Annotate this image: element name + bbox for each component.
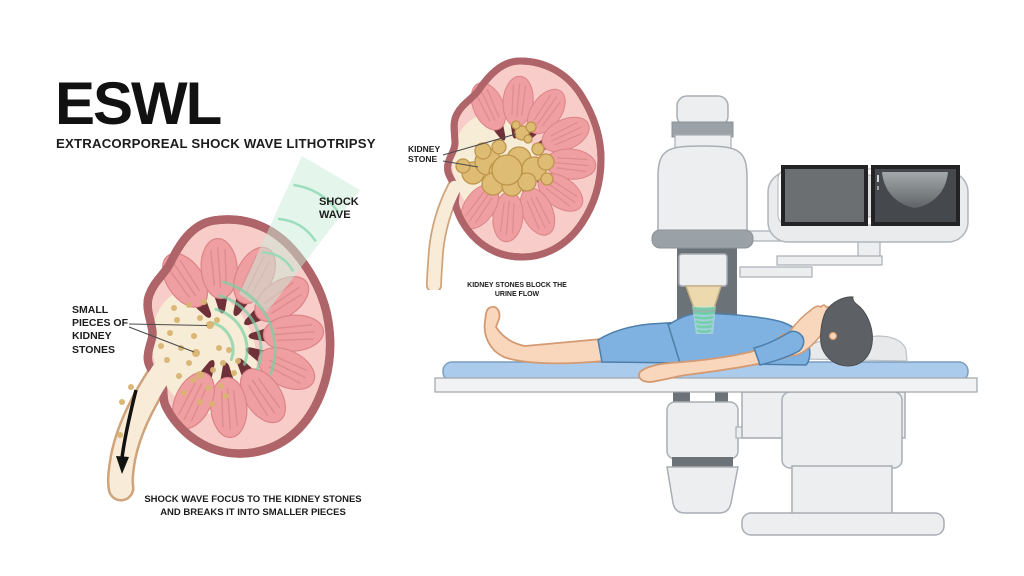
left-kidney-illustration	[106, 156, 360, 502]
shock-applicator	[678, 253, 728, 309]
middle-caption: KIDNEY STONES BLOCK THE URINE FLOW	[452, 282, 582, 299]
shock-wave-generator-head	[651, 95, 754, 249]
patient-legs	[483, 306, 605, 365]
downward-arrow	[116, 389, 138, 474]
shock-wave-beam	[239, 156, 360, 312]
left-caption: SHOCK WAVE FOCUS TO THE KIDNEY STONES AN…	[95, 493, 411, 519]
ureter-lumen	[427, 180, 462, 290]
left-caption-line2: AND BREAKS IT INTO SMALLER PIECES	[160, 507, 346, 518]
patient-ear	[828, 331, 838, 341]
shock-waves-into-body	[692, 306, 716, 334]
pointer-lines	[442, 133, 517, 168]
page-title: ESWL	[55, 70, 222, 137]
page-subtitle: EXTRACORPOREAL SHOCK WAVE LITHOTRIPSY	[56, 136, 376, 151]
middle-kidney-illustration	[426, 45, 625, 290]
machine-base-cabinet	[741, 391, 945, 536]
dual-monitors	[767, 165, 969, 243]
machine-lower-assembly	[666, 381, 785, 514]
middle-caption-line2: URINE FLOW	[494, 290, 540, 298]
patient-sleeve	[753, 330, 805, 366]
shock-wave-label: SHOCK WAVE	[319, 196, 359, 221]
left-monitor	[781, 165, 868, 226]
pointer-lines	[128, 323, 208, 353]
patient-hair	[820, 296, 873, 367]
kidney-stone-cluster	[455, 120, 555, 197]
middle-caption-line1: KIDNEY STONES BLOCK THE	[467, 282, 567, 289]
left-caption-line1: SHOCK WAVE FOCUS TO THE KIDNEY STONES	[144, 494, 362, 505]
eswl-machine-illustration	[434, 95, 978, 536]
shock-wave-arcs-in-kidney	[210, 280, 277, 376]
kidney-stone-label: KIDNEY STONE	[408, 144, 440, 164]
right-monitor-ultrasound	[871, 165, 960, 226]
small-pieces-label: SMALL PIECES OF KIDNEY STONES	[72, 304, 129, 356]
